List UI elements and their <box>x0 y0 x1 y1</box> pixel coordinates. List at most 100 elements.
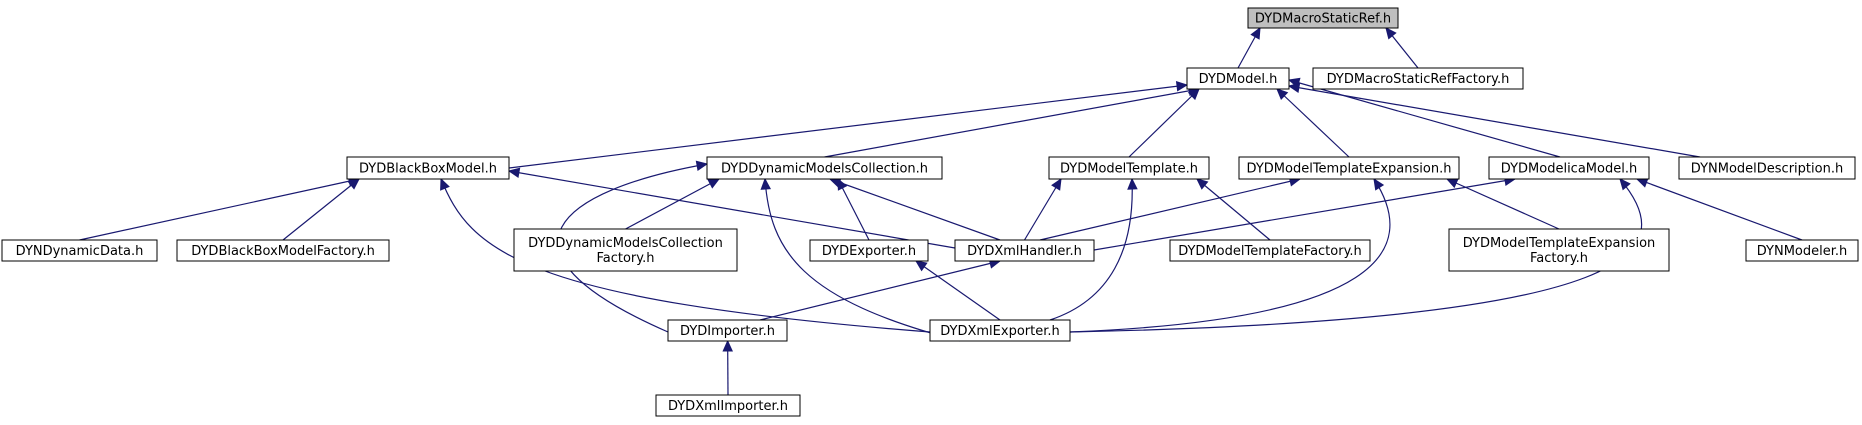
node-label: Factory.h <box>596 251 654 266</box>
node-label: DYDBlackBoxModelFactory.h <box>191 244 375 259</box>
node-label: DYDModelicaModel.h <box>1501 162 1637 177</box>
arrowhead-modelTemplateExpansion-to-modelTemplateExpansionFactory <box>1445 178 1459 189</box>
edge-dynModelsCollection-to-xmlExporter <box>764 178 961 342</box>
node-box <box>346 156 510 180</box>
arrowhead-dynModelsCollection-to-xmlExporter <box>760 177 771 190</box>
node-modelTemplateFactory[interactable]: DYDModelTemplateFactory.h <box>1169 239 1371 262</box>
node-label: DYDXmlExporter.h <box>940 324 1060 339</box>
node-box <box>1247 7 1399 29</box>
node-exporter[interactable]: DYDExporter.h <box>809 239 929 262</box>
edge-modelicaModel-to-xmlExporter <box>1069 178 1643 333</box>
arrowhead-modelicaModel-to-dynModeler <box>1635 177 1649 188</box>
node-label: DYDModelTemplateExpansion <box>1463 236 1656 251</box>
arrowhead-exporter-to-xmlExporter <box>915 260 928 272</box>
node-model[interactable]: DYDModel.h <box>1186 67 1290 90</box>
node-dynModelsCollection[interactable]: DYDDynamicModelsCollection.h <box>706 156 943 180</box>
arrowhead-model-to-modelTemplateExpansion <box>1276 88 1289 101</box>
node-blackBoxModelFactory[interactable]: DYDBlackBoxModelFactory.h <box>176 239 390 262</box>
node-box <box>1186 67 1290 90</box>
node-box <box>1312 67 1524 90</box>
node-label: DYDMacroStaticRefFactory.h <box>1327 72 1510 87</box>
edge-modelicaModel-to-xmlHandler <box>1093 178 1516 251</box>
node-box <box>176 239 390 262</box>
edge-xmlHandler-to-importer <box>759 260 1001 321</box>
arrowhead-blackBoxModel-to-xmlHandler <box>507 167 521 178</box>
node-label: DYDDynamicModelsCollection <box>528 236 723 251</box>
node-label: DYDImporter.h <box>680 324 775 339</box>
arrowhead-modelTemplate-to-xmlHandler <box>1051 177 1062 191</box>
node-xmlExporter[interactable]: DYDXmlExporter.h <box>929 319 1071 342</box>
node-box <box>1048 156 1210 180</box>
edge-modelTemplate-to-modelTemplateFactory <box>1196 178 1271 241</box>
arrowhead-macroStaticRef-to-model <box>1250 26 1261 40</box>
arrowhead-model-to-modelTemplate <box>1187 88 1200 101</box>
edge-modelicaModel-to-dynModeler <box>1636 178 1803 241</box>
node-importer[interactable]: DYDImporter.h <box>667 319 788 342</box>
node-label: DYDDynamicModelsCollection.h <box>721 162 928 177</box>
edge-model-to-modelTemplate <box>1128 88 1200 158</box>
edge-model-to-dynModelDescription <box>1288 85 1701 158</box>
node-box <box>1238 156 1460 180</box>
node-box <box>1488 156 1650 180</box>
node-box <box>1678 156 1856 180</box>
node-modelicaModel[interactable]: DYDModelicaModel.h <box>1488 156 1650 180</box>
node-modelTemplateExpansion[interactable]: DYDModelTemplateExpansion.h <box>1238 156 1460 180</box>
arrowhead-modelicaModel-to-xmlExporter <box>1619 178 1631 191</box>
edge-modelTemplate-to-xmlExporter <box>1049 178 1133 321</box>
node-xmlImporter[interactable]: DYDXmlImporter.h <box>655 394 801 417</box>
node-label: DYDXmlHandler.h <box>967 244 1082 259</box>
arrowhead-dynModelsCollection-to-importer <box>695 160 709 172</box>
node-box <box>667 319 788 342</box>
arrowhead-model-to-blackBoxModel <box>1175 81 1189 92</box>
edge-dynModelsCollection-to-exporter <box>837 178 870 241</box>
node-label: DYDMacroStaticRef.h <box>1255 12 1391 27</box>
node-macroStaticRefFactory[interactable]: DYDMacroStaticRefFactory.h <box>1312 67 1524 90</box>
edge-dynModelsCollection-to-xmlHandler <box>829 178 1001 241</box>
node-label: DYNModelDescription.h <box>1691 162 1843 177</box>
node-label: DYDModelTemplateExpansion.h <box>1247 162 1452 177</box>
node-label: DYNModeler.h <box>1757 244 1848 259</box>
node-modelTemplate[interactable]: DYDModelTemplate.h <box>1048 156 1210 180</box>
node-label: DYDXmlImporter.h <box>668 399 788 414</box>
edge-blackBoxModel-to-blackBoxModelFactory <box>282 178 360 241</box>
node-box <box>655 394 801 417</box>
node-xmlHandler[interactable]: DYDXmlHandler.h <box>954 239 1095 262</box>
node-dynModeler[interactable]: DYNModeler.h <box>1745 239 1859 262</box>
edge-model-to-modelicaModel <box>1288 79 1561 158</box>
node-box <box>1169 239 1371 262</box>
node-box <box>706 156 943 180</box>
node-box <box>954 239 1095 262</box>
node-label: DYDModelTemplate.h <box>1060 162 1198 177</box>
graph-edges <box>79 26 1803 396</box>
node-label: DYDExporter.h <box>822 244 916 259</box>
arrowhead-importer-to-xmlImporter <box>722 339 733 352</box>
edge-dynModelsCollection-to-dynModelsCollectionFactory <box>625 178 720 230</box>
arrowhead-macroStaticRef-to-macroStaticRefFactory <box>1385 27 1397 40</box>
edge-model-to-dynModelsCollection <box>824 88 1200 158</box>
edge-blackBoxModel-to-xmlHandler <box>508 170 956 249</box>
edge-modelTemplate-to-xmlHandler <box>1023 178 1062 241</box>
edge-blackBoxModel-to-dynDynamicData <box>79 178 360 241</box>
node-box <box>1 239 158 262</box>
node-blackBoxModel[interactable]: DYDBlackBoxModel.h <box>346 156 510 180</box>
node-label: DYDModel.h <box>1199 72 1278 87</box>
arrowhead-blackBoxModel-to-xmlExporter <box>440 177 450 191</box>
arrowhead-model-to-dynModelDescription <box>1287 82 1301 93</box>
node-macroStaticRef[interactable]: DYDMacroStaticRef.h <box>1247 7 1399 29</box>
node-label: DYDBlackBoxModel.h <box>359 162 497 177</box>
node-label: DYNDynamicData.h <box>16 244 144 259</box>
edge-model-to-blackBoxModel <box>508 84 1188 169</box>
arrowhead-blackBoxModel-to-blackBoxModelFactory <box>347 178 360 190</box>
edge-modelTemplateExpansion-to-xmlHandler <box>1039 178 1301 241</box>
edge-exporter-to-xmlExporter <box>915 260 1001 321</box>
edge-dynModelsCollection-to-importer <box>557 163 708 333</box>
node-box <box>929 319 1071 342</box>
node-dynModelDescription[interactable]: DYNModelDescription.h <box>1678 156 1856 180</box>
edge-modelTemplateExpansion-to-modelTemplateExpansionFactory <box>1446 178 1560 230</box>
arrowhead-modelTemplateExpansion-to-xmlExporter <box>1373 177 1385 191</box>
node-dynDynamicData[interactable]: DYNDynamicData.h <box>1 239 158 262</box>
